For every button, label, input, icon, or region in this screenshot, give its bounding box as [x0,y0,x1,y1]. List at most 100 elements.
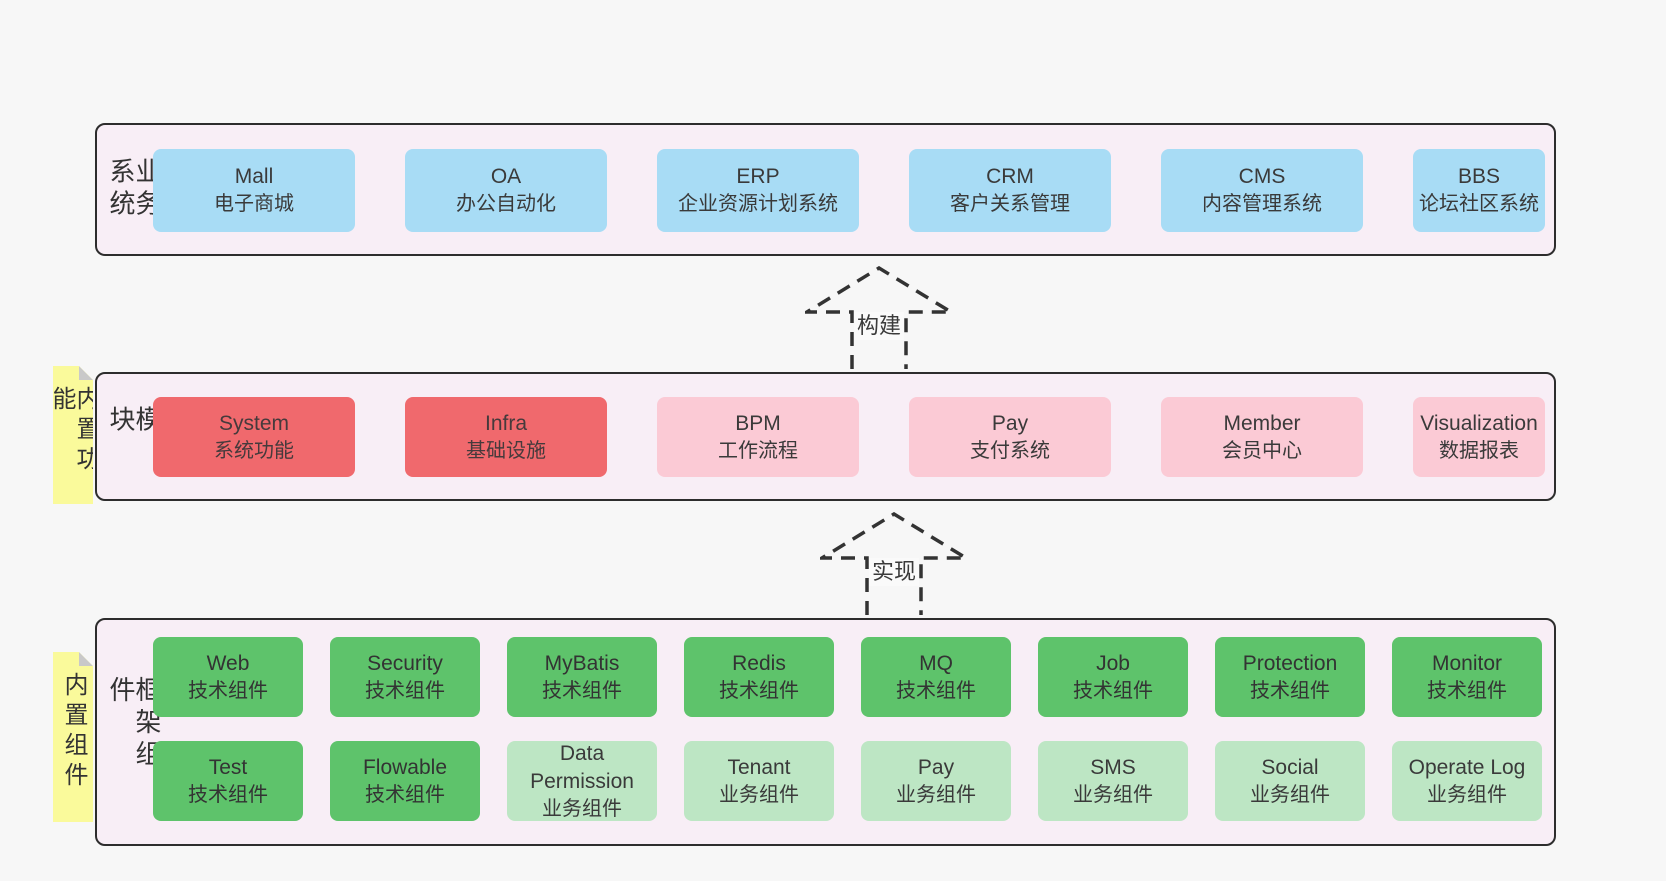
box-mall: Mall 电子商城 [153,149,355,232]
business-box-row: Mall 电子商城 OA 办公自动化 ERP 企业资源计划系统 CRM 客户关系… [153,149,1545,232]
box-title: BBS [1457,165,1501,189]
sticky-note-label: 内置组件 [60,672,87,792]
box-title: MyBatis [544,651,620,675]
box-tenant: Tenant 业务组件 [684,741,834,821]
box-title: Monitor [1431,651,1503,675]
box-title: Pay [917,755,955,779]
box-monitor: Monitor 技术组件 [1392,637,1542,717]
box-title: Web [206,651,250,675]
box-subtitle: 技术组件 [542,679,622,702]
layer-business-systems: 业务系统 Mall 电子商城 OA 办公自动化 ERP 企业资源计划系统 CRM… [95,123,1556,256]
implement-arrow-label: 实现 [868,558,920,587]
box-subtitle: 技术组件 [188,679,268,702]
box-title: Pay [991,411,1029,435]
box-subtitle: 业务组件 [1427,783,1507,806]
box-title: Test [208,755,248,779]
box-subtitle: 工作流程 [718,439,798,462]
modules-box-row: System 系统功能 Infra 基础设施 BPM 工作流程 Pay 支付系统… [153,397,1545,477]
box-subtitle: 论坛社区系统 [1419,193,1539,216]
box-visualization: Visualization 数据报表 [1413,397,1545,477]
box-title: SMS [1090,755,1136,779]
box-sms: SMS 业务组件 [1038,741,1188,821]
box-subtitle: 业务组件 [1250,783,1330,806]
box-title: System [218,411,289,435]
box-protection: Protection 技术组件 [1215,637,1365,717]
box-title: Protection [1242,651,1338,675]
box-oa: OA 办公自动化 [405,149,607,232]
sticky-fold-corner-icon [79,652,93,666]
box-cms: CMS 内容管理系统 [1161,149,1363,232]
build-arrow-label: 构建 [853,312,905,341]
box-title: OA [490,165,522,189]
sticky-note-builtin-components: 内置组件 [53,652,93,822]
box-system: System 系统功能 [153,397,355,477]
box-title: Tenant [727,755,791,779]
box-title: Infra [484,411,528,435]
box-subtitle: 业务组件 [1073,783,1153,806]
box-subtitle: 客户关系管理 [950,193,1070,216]
box-subtitle: 技术组件 [719,679,799,702]
box-subtitle: 基础设施 [466,439,546,462]
box-subtitle: 内容管理系统 [1202,193,1322,216]
box-subtitle: 技术组件 [896,679,976,702]
box-subtitle: 技术组件 [365,783,445,806]
box-data-permission: Data Permission 业务组件 [507,741,657,821]
box-pay-component: Pay 业务组件 [861,741,1011,821]
implement-arrow-icon [820,512,968,615]
box-crm: CRM 客户关系管理 [909,149,1111,232]
build-arrow-icon [805,266,953,369]
box-subtitle: 支付系统 [970,439,1050,462]
box-mq: MQ 技术组件 [861,637,1011,717]
box-title: Mall [234,165,274,189]
box-title: Visualization [1420,411,1538,435]
box-subtitle: 企业资源计划系统 [678,193,838,216]
box-bbs: BBS 论坛社区系统 [1413,149,1545,232]
sticky-fold-corner-icon [79,366,93,380]
box-pay-module: Pay 支付系统 [909,397,1111,477]
sticky-note-label: 内置功能 [48,386,99,476]
box-subtitle: 电子商城 [214,193,294,216]
box-member: Member 会员中心 [1161,397,1363,477]
box-title: Job [1096,651,1130,675]
box-social: Social 业务组件 [1215,741,1365,821]
box-security: Security 技术组件 [330,637,480,717]
box-subtitle: 技术组件 [1250,679,1330,702]
layer-framework-components: 框架组件 Web 技术组件 Security 技术组件 MyBatis 技术组件… [95,618,1556,846]
box-subtitle: 技术组件 [365,679,445,702]
box-subtitle: 数据报表 [1439,439,1519,462]
box-operate-log: Operate Log 业务组件 [1392,741,1542,821]
box-title: Operate Log [1408,755,1526,779]
box-title: Member [1223,411,1301,435]
box-subtitle: 技术组件 [188,783,268,806]
box-subtitle: 业务组件 [719,783,799,806]
box-subtitle: 系统功能 [214,439,294,462]
box-mybatis: MyBatis 技术组件 [507,637,657,717]
box-title: Social [1261,755,1319,779]
box-title: CRM [986,165,1034,189]
framework-box-row-1: Web 技术组件 Security 技术组件 MyBatis 技术组件 Redi… [153,637,1542,717]
box-title: Data Permission [530,742,634,793]
box-subtitle: 技术组件 [1073,679,1153,702]
box-bpm: BPM 工作流程 [657,397,859,477]
box-title: MQ [919,651,953,675]
layer-common-modules: 通用模块 System 系统功能 Infra 基础设施 BPM 工作流程 Pay… [95,372,1556,501]
box-web: Web 技术组件 [153,637,303,717]
box-subtitle: 业务组件 [896,783,976,806]
box-erp: ERP 企业资源计划系统 [657,149,859,232]
sticky-note-builtin-features: 内置功能 [53,366,93,504]
box-title: ERP [736,165,780,189]
box-subtitle: 会员中心 [1222,439,1302,462]
box-title: Flowable [362,755,448,779]
box-title: BPM [735,411,781,435]
box-flowable: Flowable 技术组件 [330,741,480,821]
box-title: CMS [1238,165,1286,189]
box-subtitle: 技术组件 [1427,679,1507,702]
box-redis: Redis 技术组件 [684,637,834,717]
framework-box-row-2: Test 技术组件 Flowable 技术组件 Data Permission … [153,741,1542,821]
box-infra: Infra 基础设施 [405,397,607,477]
box-job: Job 技术组件 [1038,637,1188,717]
box-title: Redis [732,651,786,675]
box-test: Test 技术组件 [153,741,303,821]
box-title: Security [367,651,443,675]
